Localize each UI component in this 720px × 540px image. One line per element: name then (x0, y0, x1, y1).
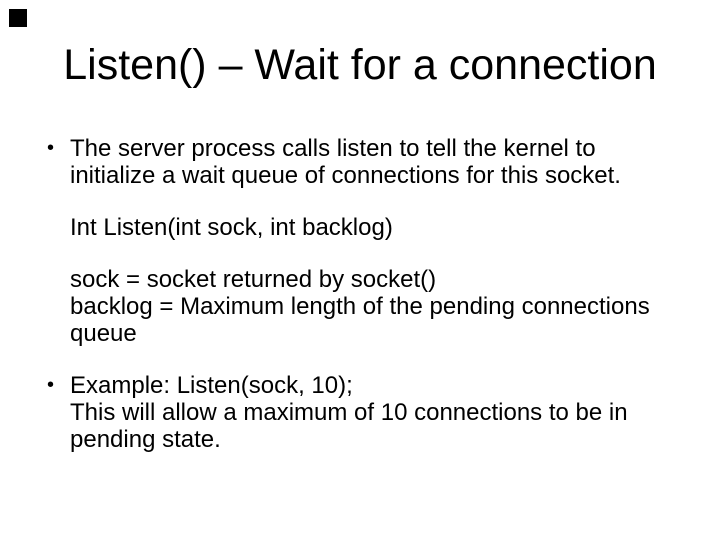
body-line: pending state. (70, 426, 221, 453)
bullet-text-column: Example: Listen(sock, 10); This will all… (70, 372, 687, 453)
slide-title: Listen() – Wait for a connection (63, 41, 657, 89)
body-line: This will allow a maximum of 10 connecti… (70, 399, 628, 426)
body-line: initialize a wait queue of connections f… (70, 162, 621, 189)
body-line: The server process calls listen to tell … (70, 135, 596, 162)
slide-body: • The server process calls listen to tel… (47, 135, 687, 453)
body-line: Example: Listen(sock, 10); (70, 372, 353, 399)
body-line: Int Listen(int sock, int backlog) (70, 214, 393, 241)
body-line: sock = socket returned by socket() (70, 266, 437, 293)
body-line: backlog = Maximum length of the pending … (70, 293, 650, 320)
corner-square-decoration (9, 9, 27, 27)
body-line: queue (70, 320, 137, 347)
bullet-marker: • (47, 374, 55, 396)
bullet-group-spacer (47, 347, 687, 372)
paragraph-spacer (70, 241, 687, 266)
bullet-text-column: The server process calls listen to tell … (70, 135, 687, 347)
bullet-marker: • (47, 137, 55, 159)
bullet-item: • Example: Listen(sock, 10); This will a… (47, 372, 687, 453)
bullet-item: • The server process calls listen to tel… (47, 135, 687, 347)
paragraph-spacer (70, 189, 687, 214)
